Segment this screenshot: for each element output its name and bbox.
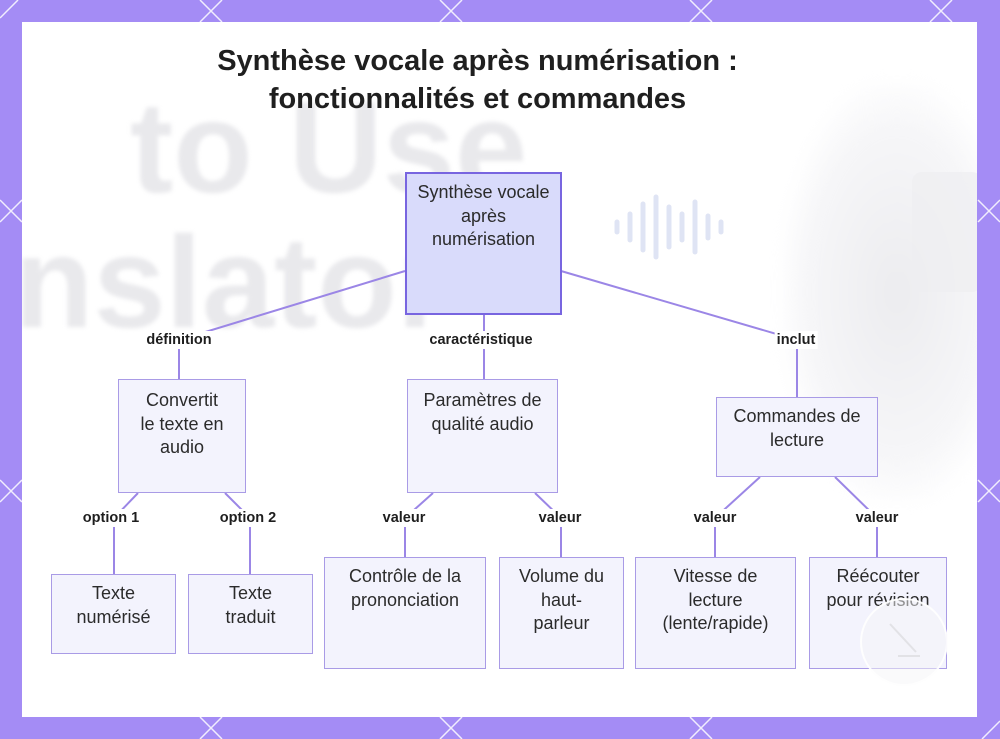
sound-wave-icon [614,194,724,260]
node-parametres: Paramètres de qualité audio [407,379,558,493]
node-volume: Volume du haut-parleur [499,557,624,669]
node-texte-numerise: Texte numérisé [51,574,176,654]
title-line-1: Synthèse vocale après numérisation : [217,45,738,77]
background-device-shape [912,172,977,292]
node-vitesse: Vitesse de lecture (lente/rapide) [635,557,796,669]
edge-label-valeur-1: valeur [380,509,428,527]
edge-label-valeur-4: valeur [853,509,901,527]
edge-label-inclut: inclut [774,331,818,349]
node-convertit: Convertit le texte en audio [118,379,246,493]
edge-label-definition: définition [144,331,214,349]
edge-label-valeur-3: valeur [691,509,739,527]
node-commandes: Commandes de lecture [716,397,878,477]
edge-label-caracteristique: caractéristique [427,331,535,349]
background-text-line2: nslator [22,209,448,355]
pen-icon [889,623,920,657]
title-line-2: fonctionnalités et commandes [268,83,687,115]
edge-label-option-1: option 1 [80,509,142,527]
node-texte-traduit: Texte traduit [188,574,313,654]
node-controle: Contrôle de la prononciation [324,557,486,669]
edge-label-valeur-2: valeur [536,509,584,527]
diagram-title: Synthèse vocale après numérisation : fon… [0,42,955,118]
edge-label-option-2: option 2 [217,509,279,527]
node-root: Synthèse vocale après numérisation [405,172,562,315]
watermark-badge [860,598,948,686]
